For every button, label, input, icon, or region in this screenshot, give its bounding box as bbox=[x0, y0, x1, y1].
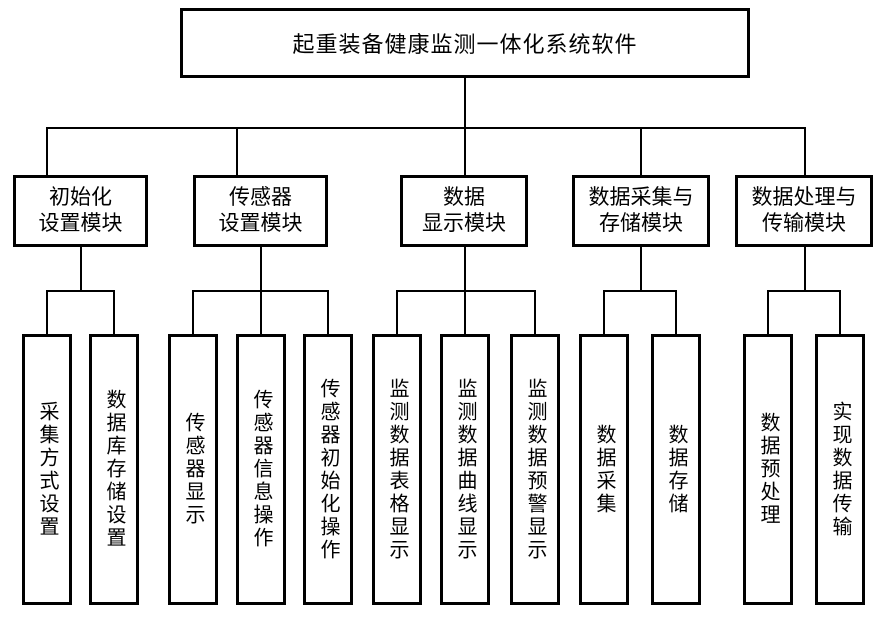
leaf-node-5[interactable]: 传感器初始化操作 bbox=[303, 334, 353, 605]
leaf-node-12[interactable]: 实现数据传输 bbox=[815, 334, 865, 605]
connector-drop-module-5 bbox=[804, 127, 806, 175]
module-node-3-line1: 数据 bbox=[443, 185, 485, 210]
connector-drop-leaf-9 bbox=[603, 290, 605, 334]
connector-stem-group-4 bbox=[640, 247, 642, 290]
leaf-node-8[interactable]: 监测数据预警显示 bbox=[510, 334, 560, 605]
connector-drop-leaf-10 bbox=[675, 290, 677, 334]
module-node-1-line2: 设置模块 bbox=[38, 211, 123, 235]
connector-drop-leaf-4 bbox=[260, 290, 262, 334]
connector-level2-bus bbox=[46, 127, 806, 129]
connector-drop-module-1 bbox=[46, 127, 48, 175]
root-node-label: 起重装备健康监测一体化系统软件 bbox=[292, 32, 638, 57]
module-node-4-line1: 数据采集与 bbox=[588, 185, 694, 210]
leaf-node-2[interactable]: 数据库存储设置 bbox=[89, 334, 139, 605]
connector-drop-module-3 bbox=[464, 127, 466, 175]
connector-drop-module-4 bbox=[640, 127, 642, 175]
leaf-node-10[interactable]: 数据存储 bbox=[651, 334, 701, 605]
module-node-5-line1: 数据处理与 bbox=[751, 185, 857, 210]
connector-stem-group-1 bbox=[80, 247, 82, 290]
connector-drop-leaf-3 bbox=[192, 290, 194, 334]
module-node-4[interactable]: 数据采集与 存储模块 bbox=[572, 175, 710, 247]
module-node-5-line2: 传输模块 bbox=[762, 211, 846, 235]
leaf-node-9[interactable]: 数据采集 bbox=[579, 334, 629, 605]
leaf-node-11[interactable]: 数据预处理 bbox=[743, 334, 793, 605]
connector-drop-leaf-12 bbox=[839, 290, 841, 334]
leaf-node-9-label: 数据采集 bbox=[593, 423, 615, 516]
leaf-node-4-label: 传感器信息操作 bbox=[250, 389, 272, 550]
module-node-3-line2: 显示模块 bbox=[422, 211, 506, 235]
connector-drop-leaf-1 bbox=[46, 290, 48, 334]
connector-drop-leaf-6 bbox=[396, 290, 398, 334]
leaf-node-1-label: 采集方式设置 bbox=[36, 400, 58, 539]
connector-bus-group-5 bbox=[767, 290, 841, 292]
connector-drop-leaf-11 bbox=[767, 290, 769, 334]
connector-drop-leaf-5 bbox=[327, 290, 329, 334]
leaf-node-10-label: 数据存储 bbox=[665, 423, 687, 516]
leaf-node-4[interactable]: 传感器信息操作 bbox=[236, 334, 286, 605]
leaf-node-1[interactable]: 采集方式设置 bbox=[22, 334, 72, 605]
connector-root-stem bbox=[464, 78, 466, 127]
leaf-node-6[interactable]: 监测数据表格显示 bbox=[372, 334, 422, 605]
connector-drop-module-2 bbox=[236, 127, 238, 175]
root-node[interactable]: 起重装备健康监测一体化系统软件 bbox=[180, 8, 750, 78]
module-node-2-line1: 传感器 bbox=[229, 185, 292, 210]
leaf-node-7-label: 监测数据曲线显示 bbox=[454, 377, 476, 562]
connector-bus-group-4 bbox=[603, 290, 677, 292]
module-node-2-line2: 设置模块 bbox=[218, 211, 303, 235]
module-node-2[interactable]: 传感器 设置模块 bbox=[193, 175, 328, 247]
leaf-node-12-label: 实现数据传输 bbox=[829, 400, 851, 539]
connector-drop-leaf-2 bbox=[113, 290, 115, 334]
connector-stem-group-3 bbox=[464, 247, 466, 290]
leaf-node-3[interactable]: 传感器显示 bbox=[168, 334, 218, 605]
connector-stem-group-2 bbox=[260, 247, 262, 290]
leaf-node-3-label: 传感器显示 bbox=[182, 412, 204, 527]
connector-drop-leaf-8 bbox=[534, 290, 536, 334]
leaf-node-5-label: 传感器初始化操作 bbox=[317, 377, 339, 562]
module-node-4-line2: 存储模块 bbox=[599, 211, 683, 235]
module-node-1[interactable]: 初始化 设置模块 bbox=[13, 175, 148, 247]
leaf-node-2-label: 数据库存储设置 bbox=[103, 389, 125, 550]
connector-stem-group-5 bbox=[804, 247, 806, 290]
connector-bus-group-1 bbox=[46, 290, 114, 292]
module-node-5[interactable]: 数据处理与 传输模块 bbox=[735, 175, 873, 247]
leaf-node-8-label: 监测数据预警显示 bbox=[524, 377, 546, 562]
connector-bus-group-3 bbox=[396, 290, 536, 292]
leaf-node-6-label: 监测数据表格显示 bbox=[386, 377, 408, 562]
module-node-1-line1: 初始化 bbox=[49, 185, 112, 210]
leaf-node-7[interactable]: 监测数据曲线显示 bbox=[440, 334, 490, 605]
leaf-node-11-label: 数据预处理 bbox=[757, 412, 779, 527]
connector-drop-leaf-7 bbox=[464, 290, 466, 334]
module-node-3[interactable]: 数据 显示模块 bbox=[400, 175, 528, 247]
